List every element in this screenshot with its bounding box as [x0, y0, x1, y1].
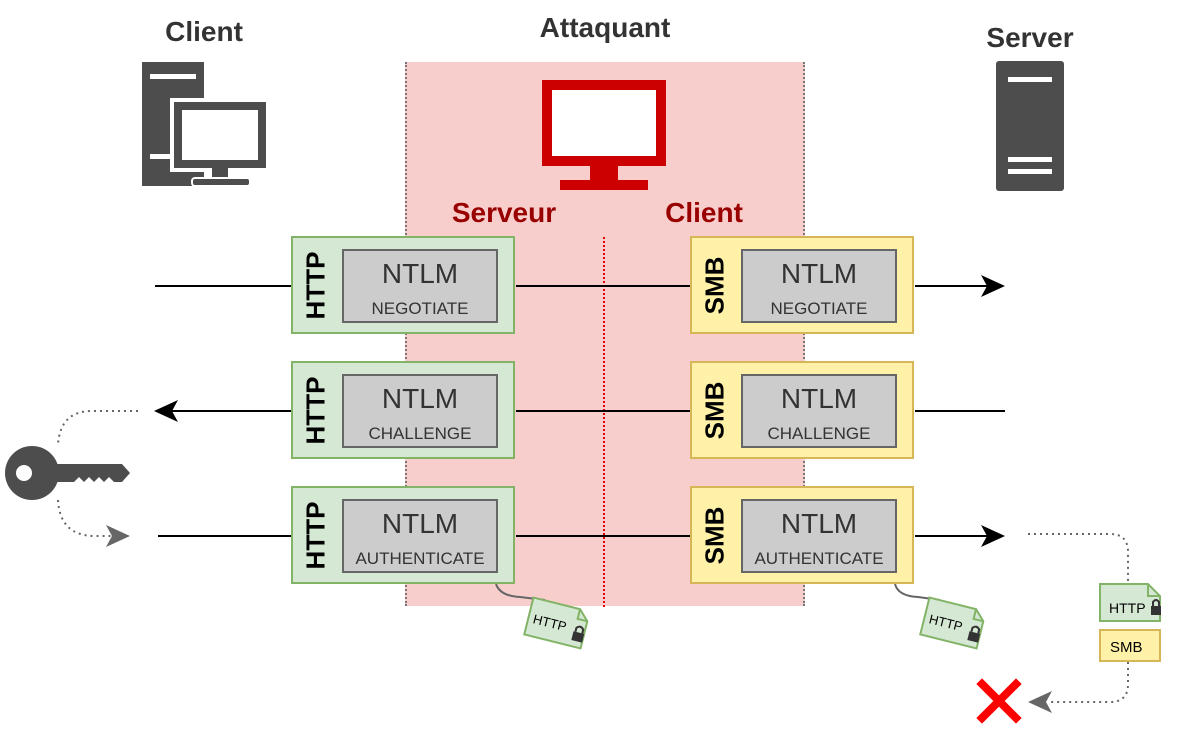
attacker-server-side-label: Serveur	[451, 197, 557, 228]
attacker-title: Attaquant	[539, 12, 671, 43]
ntlm-message-type: CHALLENGE	[767, 424, 871, 443]
smb-authenticate-packet: SMB NTLM AUTHENTICATE	[690, 486, 914, 584]
server-tower-icon	[996, 61, 1064, 191]
key-icon	[5, 446, 130, 500]
server-title: Server	[986, 22, 1074, 53]
signature-mismatch-stack: HTTP SMB	[1099, 583, 1161, 662]
reject-path-bottom	[1050, 662, 1129, 703]
http-negotiate-packet: HTTP NTLM NEGOTIATE	[291, 236, 515, 334]
reject-path-arrowhead	[1028, 691, 1052, 713]
smb-challenge-packet: SMB NTLM CHALLENGE	[690, 361, 914, 459]
http-signed-document-relayed-icon: HTTP	[919, 596, 985, 650]
attacker-client-side-label: Client	[665, 197, 743, 228]
ntlm-message-type: NEGOTIATE	[371, 299, 469, 318]
ntlm-message-type: AUTHENTICATE	[754, 549, 884, 568]
authenticate-arrowhead	[981, 525, 1005, 547]
http-authenticate-packet: HTTP NTLM AUTHENTICATE	[291, 486, 515, 584]
ntlm-title: NTLM	[780, 508, 858, 539]
ntlm-title: NTLM	[780, 383, 858, 414]
lock-icon	[571, 625, 585, 643]
http-challenge-packet: HTTP NTLM CHALLENGE	[291, 361, 515, 459]
ntlm-message-type: CHALLENGE	[368, 424, 472, 443]
http-protocol-label: HTTP	[300, 501, 331, 569]
stack-http-label: HTTP	[1109, 600, 1146, 616]
reject-path-top	[1028, 533, 1129, 584]
ntlm-message-box: NTLM AUTHENTICATE	[741, 499, 897, 573]
http-signature-connector	[495, 583, 546, 601]
challenge-arrowhead	[154, 400, 178, 422]
ntlm-message-box: NTLM NEGOTIATE	[342, 249, 498, 323]
ntlm-message-box: NTLM AUTHENTICATE	[342, 499, 498, 573]
ntlm-message-box: NTLM NEGOTIATE	[741, 249, 897, 323]
smb-protocol-label: SMB	[699, 256, 730, 314]
http-signed-document-icon: HTTP	[523, 596, 589, 650]
http-protocol-label: HTTP	[300, 376, 331, 444]
ntlm-title: NTLM	[780, 258, 858, 289]
reject-x-icon	[976, 678, 1022, 724]
ntlm-message-box: NTLM CHALLENGE	[342, 374, 498, 448]
ntlm-title: NTLM	[381, 383, 459, 414]
smb-signature-connector	[894, 583, 941, 601]
lock-icon	[1151, 599, 1161, 615]
ntlm-message-type: NEGOTIATE	[770, 299, 868, 318]
attacker-zone-divider	[603, 237, 605, 607]
ntlm-message-type: AUTHENTICATE	[355, 549, 485, 568]
lock-icon	[967, 625, 981, 643]
ntlm-title: NTLM	[381, 508, 459, 539]
client-computer-icon	[142, 62, 270, 187]
http-protocol-label: HTTP	[300, 251, 331, 319]
smb-negotiate-packet: SMB NTLM NEGOTIATE	[690, 236, 914, 334]
negotiate-arrowhead	[981, 275, 1005, 297]
client-title: Client	[165, 16, 243, 47]
smb-protocol-label: SMB	[699, 381, 730, 439]
smb-protocol-label: SMB	[699, 506, 730, 564]
stack-smb-label: SMB	[1110, 639, 1143, 656]
ntlm-message-box: NTLM CHALLENGE	[741, 374, 897, 448]
ntlm-title: NTLM	[381, 258, 459, 289]
key-loop-arrowhead	[106, 525, 130, 547]
key-loop-bottom	[57, 499, 112, 537]
key-loop-top	[57, 410, 138, 446]
attacker-monitor-icon	[542, 80, 666, 190]
